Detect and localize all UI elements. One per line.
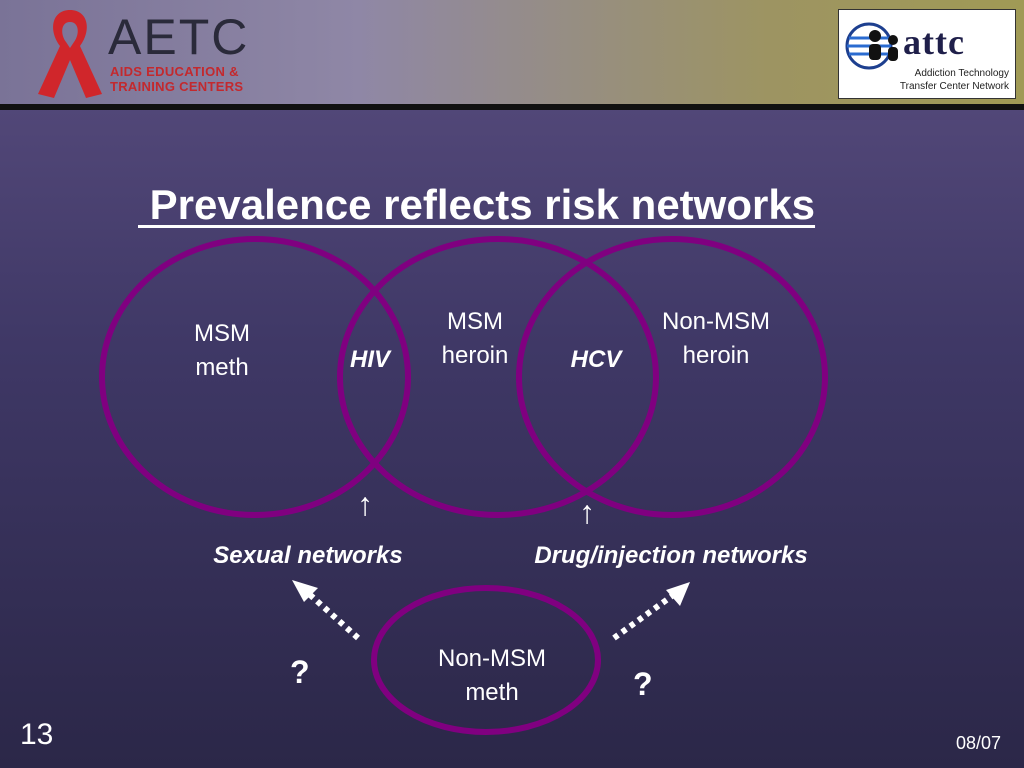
label-drug-injection-networks: Drug/injection networks: [534, 542, 808, 569]
circle-msm-meth: [99, 236, 411, 518]
label-msm-heroin: MSM heroin: [420, 305, 530, 373]
dotted-arrow-right: [612, 593, 674, 641]
slide-number: 13: [20, 718, 54, 751]
circle-non-msm-meth: [371, 585, 601, 735]
label-non-msm-heroin-line2: heroin: [682, 342, 750, 369]
label-hiv: HIV: [349, 346, 390, 373]
label-non-msm-meth-line1: Non-MSM: [437, 645, 546, 672]
up-arrow-icon: ↑: [357, 486, 373, 522]
attc-logo: attc Addiction Technology Transfer Cente…: [838, 9, 1016, 99]
slide-title: Prevalence reflects risk networks: [138, 181, 816, 228]
label-non-msm-meth-line2: meth: [465, 679, 519, 706]
label-hcv: HCV: [570, 346, 622, 373]
label-msm-heroin-line2: heroin: [441, 342, 509, 369]
label-msm-heroin-line1: MSM: [447, 308, 503, 335]
dotted-arrow-left-head: [292, 580, 318, 602]
attc-subtitle: Addiction Technology Transfer Center Net…: [900, 67, 1009, 93]
aetc-logo: AETC AIDS EDUCATION & TRAINING CENTERS: [30, 4, 270, 98]
aetc-subtitle-line1: AIDS EDUCATION &: [110, 64, 239, 79]
globe-people-icon: [845, 22, 898, 70]
circle-msm-heroin: [337, 236, 659, 518]
circle-non-msm-heroin: [516, 236, 828, 518]
header-banner: AETC AIDS EDUCATION & TRAINING CENTERS a…: [0, 0, 1024, 110]
attc-subtitle-line2: Transfer Center Network: [899, 81, 1009, 92]
slide-date: 08/07: [956, 733, 1002, 753]
attc-subtitle-line1: Addiction Technology: [914, 68, 1009, 79]
aetc-subtitle: AIDS EDUCATION & TRAINING CENTERS: [110, 64, 243, 94]
question-mark-right: ?: [633, 666, 653, 702]
attc-wordmark: attc: [903, 22, 965, 62]
dotted-arrow-right-head: [666, 582, 690, 606]
label-non-msm-heroin: Non-MSM heroin: [646, 305, 786, 373]
up-arrow-icon: ↑: [579, 494, 595, 530]
label-msm-meth-line1: MSM: [194, 320, 250, 347]
label-non-msm-meth: Non-MSM meth: [420, 642, 564, 710]
red-ribbon-icon: [38, 10, 102, 98]
question-mark-left: ?: [290, 654, 310, 690]
aetc-wordmark: AETC: [108, 9, 250, 65]
aetc-subtitle-line2: TRAINING CENTERS: [110, 79, 244, 94]
label-sexual-networks: Sexual networks: [213, 542, 403, 569]
label-msm-meth: MSM meth: [170, 317, 274, 385]
dotted-arrow-left: [305, 590, 361, 641]
label-msm-meth-line2: meth: [195, 354, 249, 381]
label-non-msm-heroin-line1: Non-MSM: [661, 308, 770, 335]
